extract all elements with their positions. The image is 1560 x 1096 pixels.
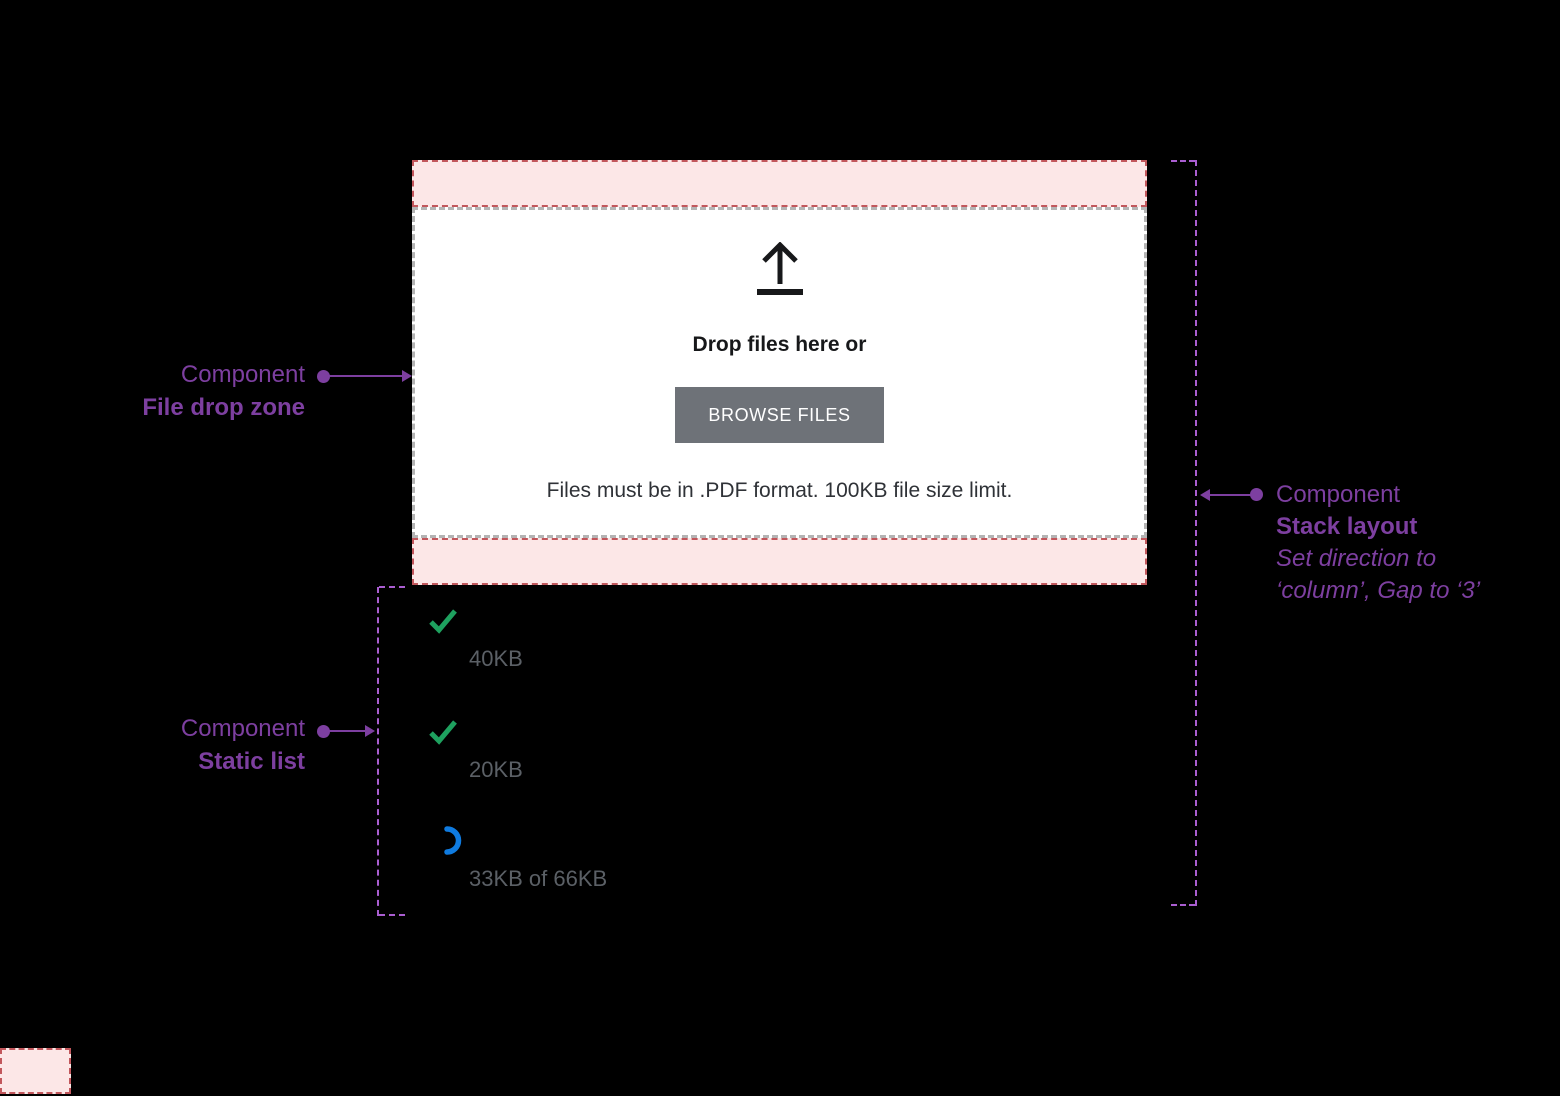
dropzone-title: Drop files here or <box>692 333 867 356</box>
file-size-label: 40KB <box>469 646 523 671</box>
annotation-name: Static list <box>198 748 305 775</box>
static-list-guide-corner-bottom <box>379 914 405 916</box>
stack-layout-guide-corner-bottom <box>1171 904 1195 906</box>
annotation-kicker: Component <box>180 715 305 742</box>
annotation-arrow-dot <box>1250 488 1263 501</box>
browse-files-button[interactable]: BROWSE FILES <box>675 387 884 443</box>
stack-layout-guide-vertical <box>1195 160 1197 906</box>
annotation-hint-line: ‘column’, Gap to ‘3’ <box>1276 577 1481 604</box>
stack-layout-guide-corner-top <box>1171 160 1195 162</box>
dropzone-padding-top <box>412 160 1147 207</box>
dropzone-body[interactable]: Drop files here or BROWSE FILES Files mu… <box>412 207 1147 538</box>
annotation-name: Stack layout <box>1276 513 1418 540</box>
annotation-arrow-line <box>323 730 367 732</box>
annotation-file-drop-zone: Component File drop zone <box>142 358 305 424</box>
check-icon <box>428 718 458 751</box>
annotation-arrow-line <box>1209 494 1257 496</box>
file-size-label: 20KB <box>469 757 523 782</box>
spinner-icon <box>437 826 463 861</box>
static-list-guide-vertical <box>377 587 379 916</box>
annotation-name: File drop zone <box>142 394 305 421</box>
upload-arrow-icon <box>756 241 804 301</box>
check-icon <box>428 607 458 640</box>
annotation-static-list: Component Static list <box>181 712 305 778</box>
annotation-arrow-head-icon <box>1200 489 1210 501</box>
annotation-hint-line: Set direction to <box>1276 545 1437 572</box>
static-list-guide-corner-top <box>379 586 405 588</box>
file-size-label: 33KB of 66KB <box>469 866 608 891</box>
annotation-kicker: Component <box>1276 481 1401 508</box>
annotation-kicker: Component <box>180 361 305 388</box>
dropzone-padding-bottom <box>412 538 1147 585</box>
dropzone-note: Files must be in .PDF format. 100KB file… <box>546 479 1013 502</box>
annotation-stack-layout: Component Stack layout Set direction to … <box>1276 479 1480 607</box>
annotation-arrow-line <box>323 375 405 377</box>
file-drop-zone[interactable]: Drop files here or BROWSE FILES Files mu… <box>412 160 1147 585</box>
padding-swatch <box>0 1048 71 1094</box>
annotation-arrow-head-icon <box>402 370 412 382</box>
annotation-arrow-head-icon <box>365 725 375 737</box>
